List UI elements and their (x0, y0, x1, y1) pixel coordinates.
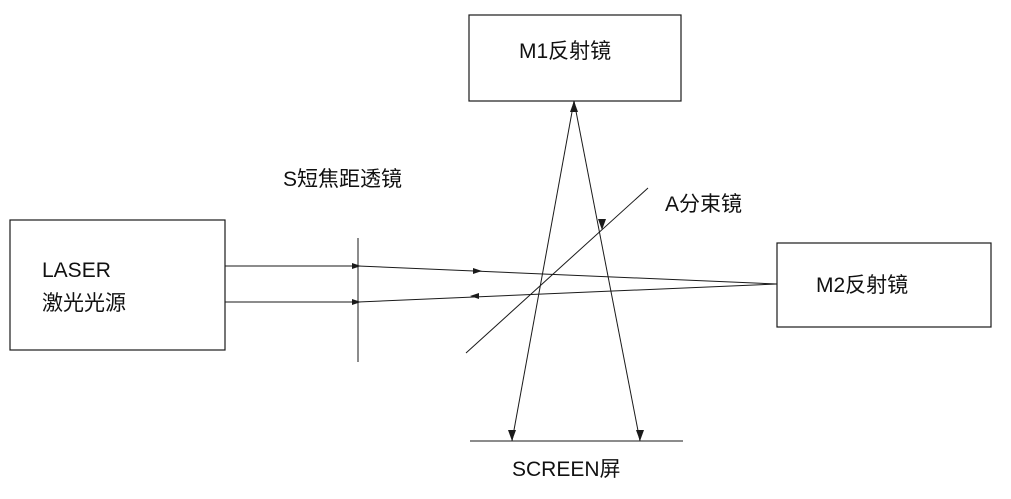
arrowhead-from-m2 (470, 293, 479, 299)
ray-left-up (511, 100, 575, 442)
mirror1-label: M1反射镜 (519, 40, 611, 63)
lens-label: S短焦距透镜 (283, 168, 402, 191)
mirror1-box (468, 14, 682, 102)
beam-splitter-label: A分束镜 (665, 193, 742, 216)
arrowhead-laser-bottom (352, 299, 361, 305)
arrowhead-down-right (598, 219, 606, 230)
ray-right-down (573, 100, 641, 442)
laser-label-cn: 激光光源 (42, 292, 126, 315)
arrowhead-up-m1 (570, 101, 578, 112)
laser-label-en: LASER (42, 259, 111, 282)
ray-lens-to-m2-upper (357, 265, 778, 285)
ray-lens-to-m2-lower (357, 283, 778, 303)
arrowhead-laser-top (352, 263, 361, 269)
arrowhead-screen-left (508, 430, 516, 441)
laser-box (9, 219, 226, 351)
arrowhead-to-m2 (473, 268, 482, 274)
screen-label: SCREEN屏 (512, 458, 621, 481)
beam-splitter-line (465, 187, 649, 354)
arrowhead-screen-right (636, 430, 644, 441)
mirror2-box (776, 242, 992, 328)
mirror2-label: M2反射镜 (816, 274, 908, 297)
